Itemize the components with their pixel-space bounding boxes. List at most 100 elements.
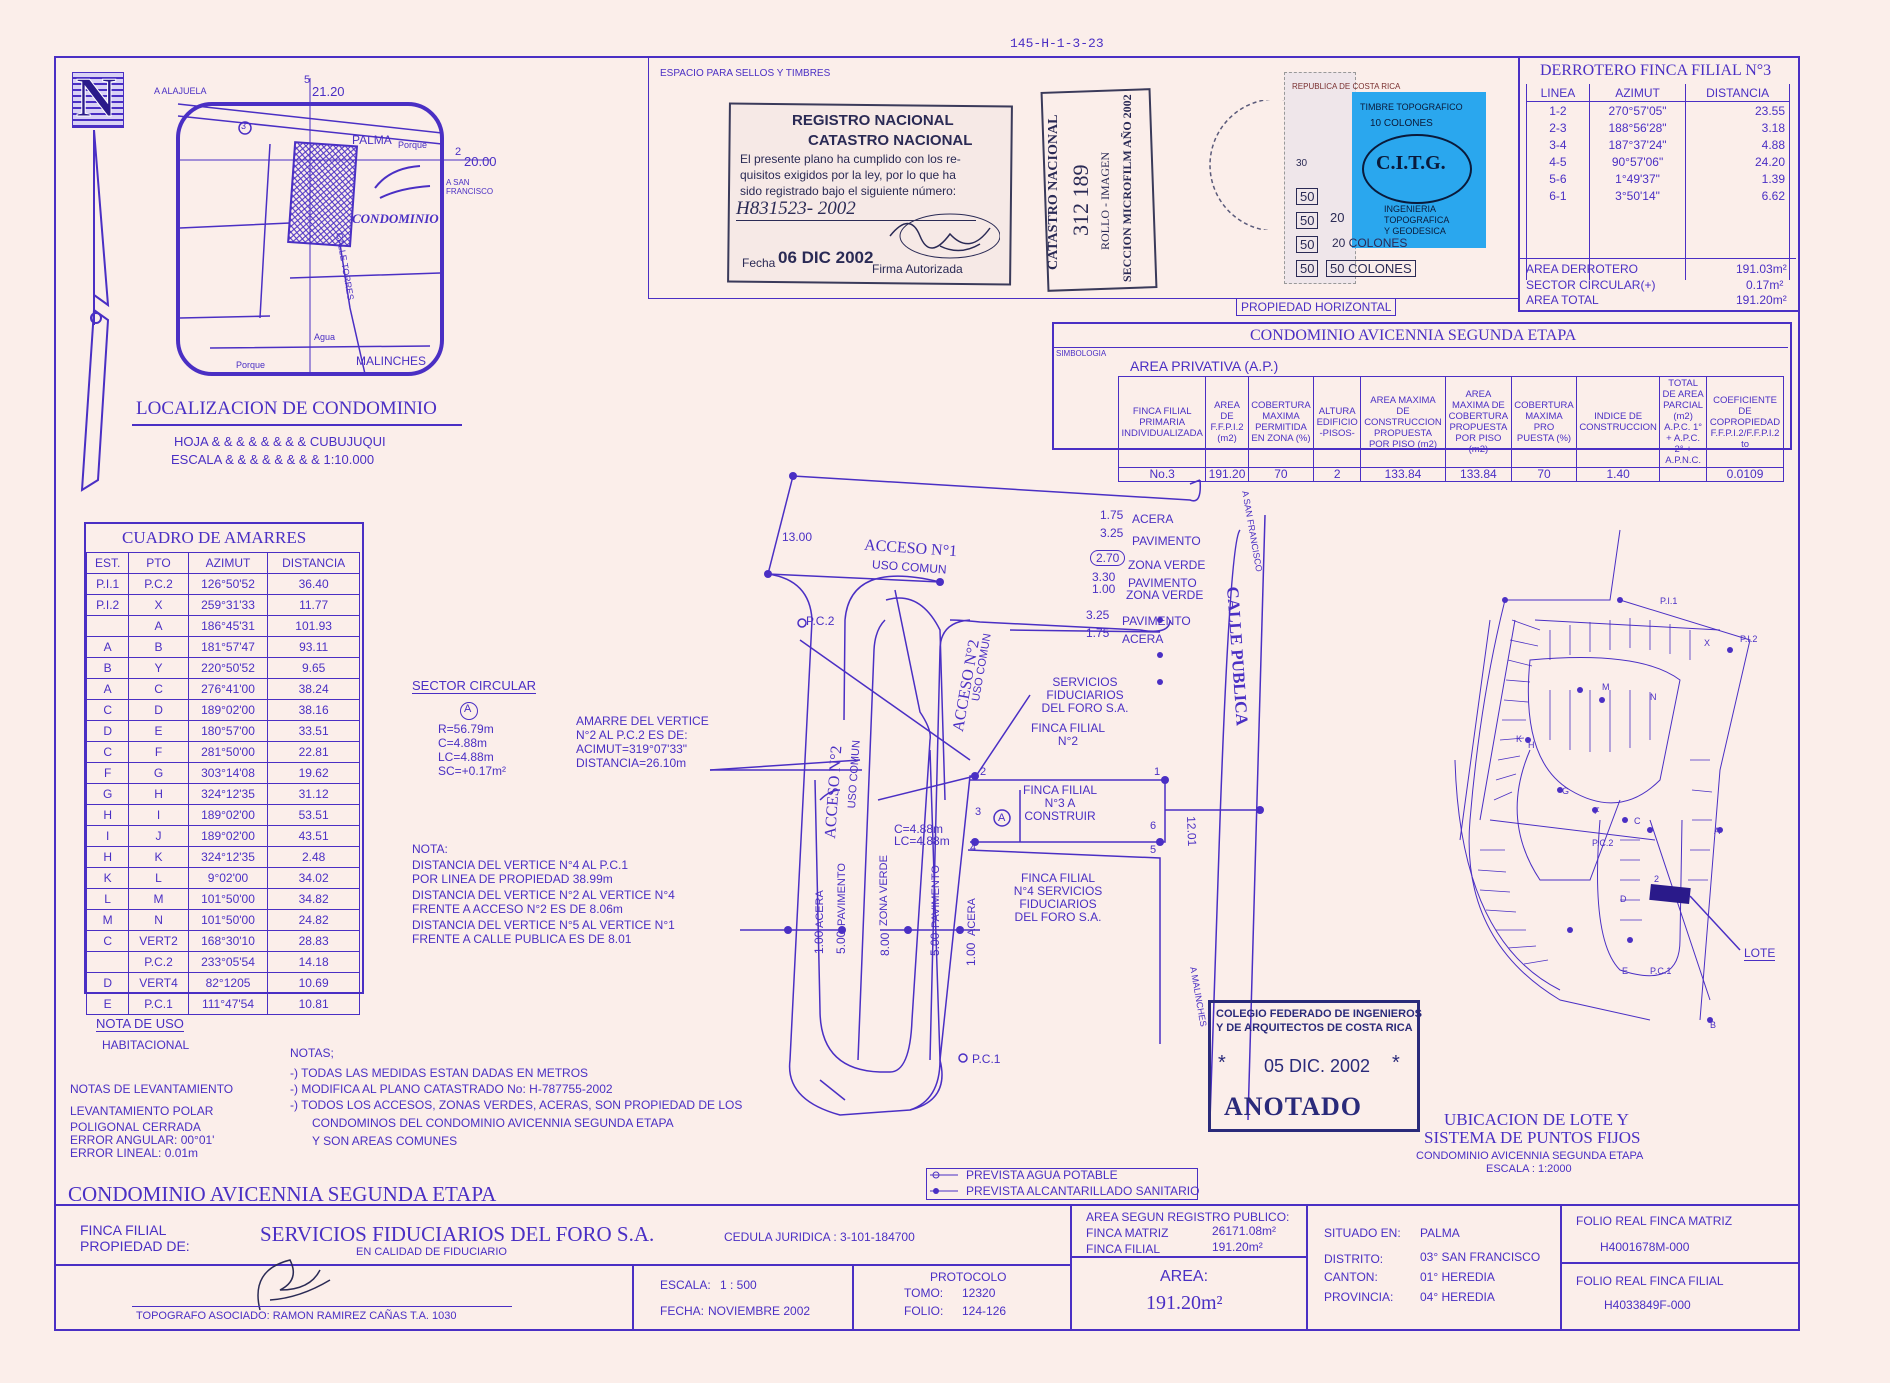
ubic-pc1: P.C.1 <box>1650 966 1672 976</box>
registro-body-1: El presente plano ha cumplido con los re… <box>740 152 961 166</box>
table-cell: 9°02'00 <box>187 867 269 889</box>
table-cell: 259°31'33 <box>187 594 269 616</box>
location-hoja: HOJA & & & & & & & & CUBUJUQUI <box>174 434 386 449</box>
table-cell: L <box>128 867 189 889</box>
tb-hline-1 <box>54 1264 1070 1266</box>
agua-potable-legend-icon <box>930 1171 958 1179</box>
ubicacion-title-2: SISTEMA DE PUNTOS FIJOS <box>1424 1128 1641 1147</box>
ubic-pi1: P.I.1 <box>1660 596 1678 606</box>
catastro-l1: CATASTRO NACIONAL <box>1046 114 1061 270</box>
plan-vertex-4: 4 <box>970 842 977 854</box>
document-reference: 145-H-1-3-23 <box>1010 36 1104 51</box>
tb-folio: 124-126 <box>962 1304 1007 1318</box>
nota-dist-l1: DISTANCIA DEL VERTICE N°4 AL P.C.1 <box>412 858 628 872</box>
north-letter: N <box>75 67 117 130</box>
compass-needle-icon <box>80 130 110 492</box>
derrotero-header-distancia: DISTANCIA <box>1685 84 1790 102</box>
cond-header: AREA MAXIMA DE COBERTURA PROPUESTA POR P… <box>1444 376 1512 468</box>
stamps-area-label: ESPACIO PARA SELLOS Y TIMBRES <box>660 68 831 79</box>
ubicacion-sub: CONDOMINIO AVICENNIA SEGUNDA ETAPA <box>1416 1150 1644 1162</box>
cond-header: COEFICIENTE DE COPROPIEDAD F.F.P.I.2/F.F… <box>1706 376 1784 468</box>
table-cell: 189°02'00 <box>187 699 269 721</box>
derrotero-header-linea: LINEA <box>1526 84 1590 102</box>
table-cell: P.C.1 <box>128 993 189 1015</box>
table-cell: D <box>85 972 130 994</box>
table-cell: D <box>85 720 130 742</box>
plan-finca-n3: FINCA FILIAL N°3 A CONSTRUIR <box>1022 783 1098 823</box>
amarres-header-distancia: DISTANCIA <box>267 552 360 574</box>
table-cell: 53.51 <box>267 804 360 826</box>
plan-vertex-6: 6 <box>1150 820 1157 832</box>
tb-area: 191.20m² <box>1146 1292 1223 1314</box>
ubic-e: E <box>1622 966 1629 976</box>
levantamiento-l3: POLIGONAL CERRADA <box>70 1120 201 1134</box>
table-cell <box>85 615 130 637</box>
map-label-condominio: CONDOMINIO <box>352 211 439 226</box>
plan-width-270: 2.70 <box>1090 550 1126 566</box>
plan-section-zona-verde: ZONA VERDE <box>878 855 890 926</box>
table-cell <box>85 951 130 973</box>
notas-l4: CONDOMINOS DEL CONDOMINIO AVICENNIA SEGU… <box>312 1116 674 1130</box>
derrotero-totals-divider <box>1520 258 1796 259</box>
plan-13: 13.00 <box>782 530 813 544</box>
plan-c-488: C=4.88m <box>894 822 944 836</box>
cond-header: ALTURA EDIFICIO -PISOS- <box>1313 376 1362 468</box>
tb-area-label: AREA: <box>1160 1268 1209 1285</box>
table-cell: P.C.2 <box>128 951 189 973</box>
plan-pavimento-a: PAVIMENTO <box>1132 534 1201 548</box>
table-cell: G <box>85 783 130 805</box>
stamps-area <box>648 58 1519 299</box>
sector-symbol: A <box>464 703 472 715</box>
tb-folio-label: FOLIO: <box>904 1304 944 1318</box>
table-cell: 101°50'00 <box>187 909 269 931</box>
table-cell: 181°57'47 <box>187 636 269 658</box>
colegio-star-left: * <box>1218 1052 1226 1074</box>
tb-fecha-label: FECHA: <box>660 1304 705 1318</box>
table-cell: I <box>128 804 189 826</box>
tb-situado-label: SITUADO EN: <box>1324 1226 1401 1240</box>
derrotero-total-value-3: 191.20m² <box>1736 293 1787 307</box>
plan-vertex-2: 2 <box>980 766 987 778</box>
derrotero-total-value-2: 0.17m² <box>1746 278 1784 292</box>
table-cell: P.I.1 <box>85 573 130 595</box>
table-cell: G <box>128 762 189 784</box>
plan-pc2: P.C.2 <box>806 614 835 628</box>
plan-section-pav-b: PAVIMENTO <box>930 865 942 928</box>
ubicacion-map <box>1454 529 1751 1023</box>
table-cell: 9.65 <box>267 657 360 679</box>
timbre-value-50a: 50 <box>1296 188 1319 205</box>
colegio-date: 05 DIC. 2002 <box>1264 1056 1371 1076</box>
table-cell: 189°02'00 <box>187 804 269 826</box>
tb-tomo: 12320 <box>962 1286 996 1300</box>
table-cell: 126°50'52 <box>187 573 269 595</box>
sector-c: C=4.88m <box>438 736 488 750</box>
levantamiento-l5: ERROR LINEAL: 0.01m <box>70 1146 199 1160</box>
table-cell: 233°05'54 <box>187 951 269 973</box>
tb-folio-matriz-label: FOLIO REAL FINCA MATRIZ <box>1576 1214 1733 1228</box>
plan-section-100a: 1.00 <box>812 930 826 954</box>
tb-div-1 <box>1070 1204 1072 1331</box>
nota-dist-l6: FRENTE A CALLE PUBLICA ES DE 8.01 <box>412 932 632 946</box>
cond-header: INDICE DE CONSTRUCCION <box>1576 376 1661 468</box>
area-privativa-label: AREA PRIVATIVA (A.P.) <box>1130 358 1279 374</box>
location-escala: ESCALA & & & & & & & & 1:10.000 <box>171 452 375 467</box>
table-cell: 281°50'00 <box>187 741 269 763</box>
timbre-value-50d: 50 <box>1296 260 1319 277</box>
table-cell: 324°12'35 <box>187 783 269 805</box>
tb-finca-filial-label: FINCA FILIAL <box>1086 1242 1161 1256</box>
map-label-palma: PALMA <box>352 133 392 147</box>
registro-fecha: 06 DIC 2002 <box>778 248 874 267</box>
table-cell: 10.81 <box>267 993 360 1015</box>
table-cell: X <box>128 594 189 616</box>
table-cell: 11.77 <box>267 594 360 616</box>
